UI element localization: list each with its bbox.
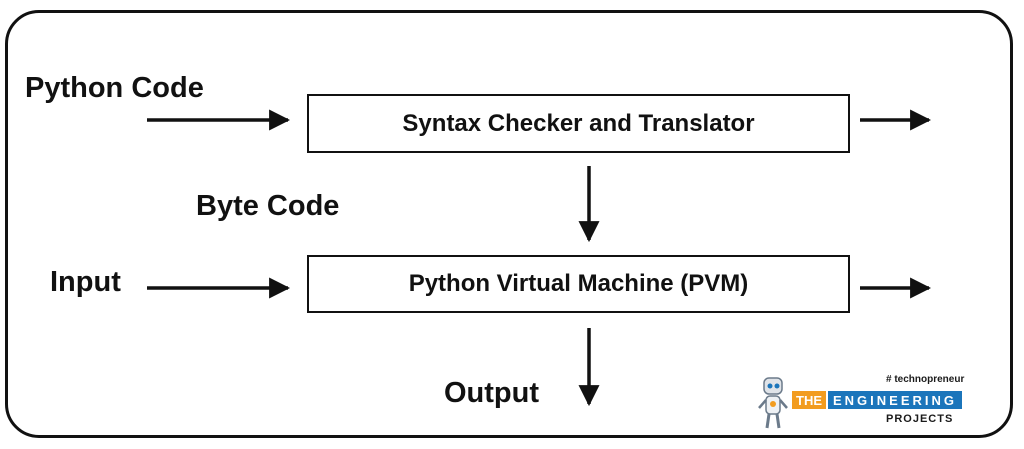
logo-hashtag: # technopreneur — [886, 374, 965, 385]
pvm-box: Python Virtual Machine (PVM) — [307, 255, 850, 313]
input-label: Input — [50, 266, 121, 298]
logo-projects: PROJECTS — [886, 413, 954, 425]
syntax-checker-box-label: Syntax Checker and Translator — [402, 109, 755, 137]
syntax-checker-box: Syntax Checker and Translator — [307, 94, 850, 153]
byte-code-label: Byte Code — [196, 190, 340, 222]
logo-engineering: ENGINEERING — [828, 391, 962, 409]
pvm-box-label: Python Virtual Machine (PVM) — [408, 270, 749, 297]
logo-the: THE — [792, 391, 826, 409]
engineering-projects-logo: # technopreneur THE ENGINEERING PROJECTS — [756, 374, 971, 434]
robot-icon — [758, 377, 788, 429]
python-code-label: Python Code — [25, 72, 204, 104]
diagram-frame — [5, 10, 1013, 438]
output-label: Output — [444, 377, 540, 409]
